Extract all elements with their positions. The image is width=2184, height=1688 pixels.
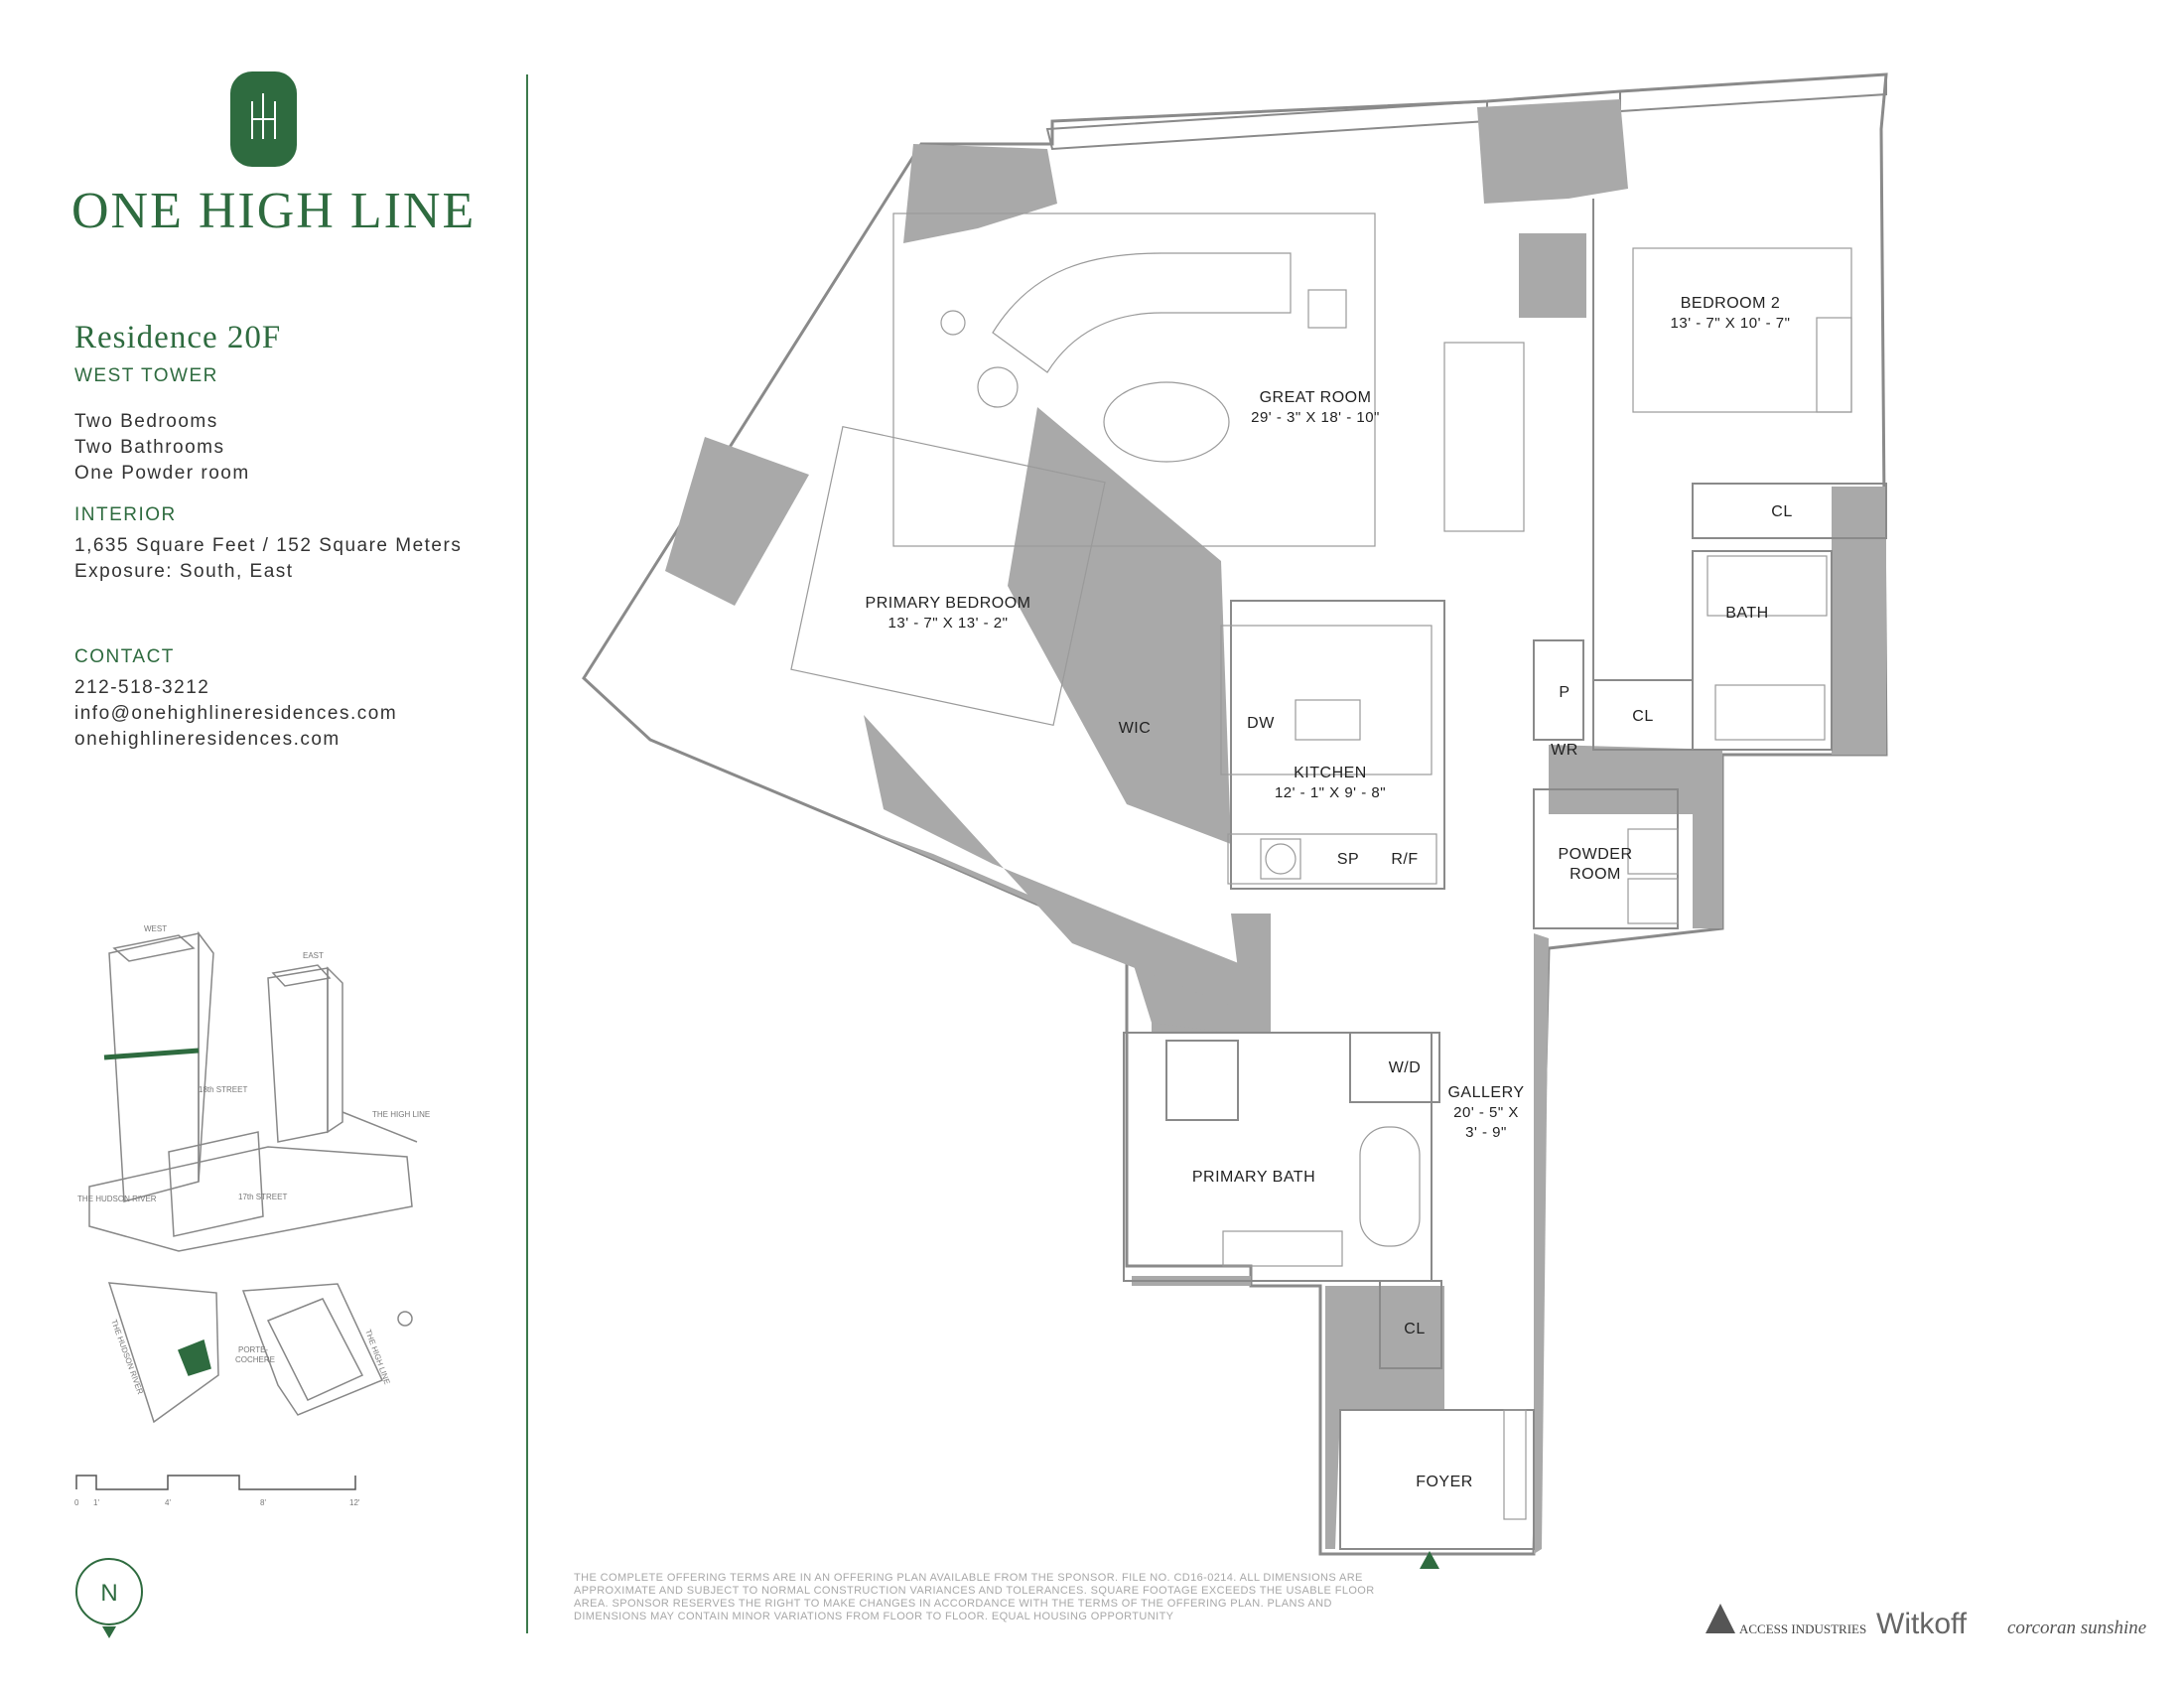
rf-label: R/F — [1391, 851, 1418, 868]
siteplan-cochere: COCHERE — [235, 1355, 275, 1364]
bedroom2-label: BEDROOM 2 — [1681, 295, 1781, 312]
gallery-dims-2: 3' - 9" — [1465, 1124, 1507, 1141]
sp-label: SP — [1337, 851, 1359, 868]
contact-email[interactable]: info@onehighlineresidences.com — [74, 703, 398, 724]
scale-tick-12: 12' — [349, 1498, 360, 1507]
interior-walls — [1123, 199, 1887, 1550]
floor-plan — [582, 72, 1888, 1569]
closet-label-3: CL — [1404, 1321, 1425, 1337]
structural-columns — [665, 99, 1886, 1554]
building-key-map — [88, 930, 418, 1252]
corcoran-sunshine-logo: corcoran sunshine — [2007, 1618, 2146, 1638]
legal-disclaimer: THE COMPLETE OFFERING TERMS ARE IN AN OF… — [574, 1572, 1375, 1622]
witkoff-logo: Witkoff — [1876, 1608, 1968, 1640]
siteplan-hudson: THE HUDSON RIVER — [109, 1319, 145, 1396]
wd-label: W/D — [1389, 1059, 1422, 1076]
interior-details: 1,635 Square Feet / 152 Square Meters Ex… — [74, 533, 462, 585]
keymap-high-line: THE HIGH LINE — [372, 1110, 430, 1119]
gallery-dims-1: 20' - 5" X — [1453, 1104, 1519, 1121]
keymap-18th-street: 18th STREET — [199, 1085, 247, 1094]
closet-label-2: CL — [1632, 708, 1653, 725]
scale-tick-1: 1' — [93, 1498, 99, 1507]
site-plan — [107, 1282, 413, 1424]
siteplan-porte: PORTE- — [238, 1345, 268, 1354]
keymap-west-label: WEST — [144, 924, 167, 933]
north-label: N — [100, 1580, 117, 1607]
furniture — [790, 212, 1852, 1520]
residence-title: Residence 20F — [74, 320, 282, 355]
contact-heading: CONTACT — [74, 646, 175, 667]
contact-phone[interactable]: 212-518-3212 — [74, 677, 210, 698]
keymap-hudson-river: THE HUDSON RIVER — [77, 1195, 157, 1203]
tower-name: WEST TOWER — [74, 365, 218, 386]
primary-bedroom-label: PRIMARY BEDROOM — [866, 595, 1031, 612]
scale-tick-8: 8' — [260, 1498, 266, 1507]
kitchen-dims: 12' - 1" X 9' - 8" — [1275, 784, 1386, 801]
residence-specs: Two Bedrooms Two Bathrooms One Powder ro… — [74, 409, 250, 487]
powder-room-label-2: ROOM — [1570, 866, 1621, 883]
sidebar-divider — [526, 74, 528, 1633]
powder-room-label-1: POWDER — [1559, 846, 1633, 863]
gallery-label: GALLERY — [1447, 1084, 1524, 1101]
north-arrow-icon — [75, 1558, 143, 1638]
bath-label: BATH — [1725, 605, 1768, 622]
great-room-label: GREAT ROOM — [1260, 389, 1372, 406]
p-label: P — [1559, 684, 1570, 701]
contact-details: 212-518-3212 info@onehighlineresidences.… — [74, 675, 397, 753]
entry-arrow-icon — [1420, 1551, 1439, 1569]
interior-area: 1,635 Square Feet / 152 Square Meters — [74, 535, 463, 556]
scale-bar — [75, 1475, 356, 1490]
info-sidebar: ONE HIGH LINE Residence 20F WEST TOWER T… — [0, 0, 526, 1688]
spec-bedrooms: Two Bedrooms — [74, 411, 218, 432]
access-industries-text: ACCESS INDUSTRIES — [1739, 1621, 1866, 1636]
closet-label-1: CL — [1771, 503, 1792, 520]
scale-tick-4: 4' — [165, 1498, 171, 1507]
siteplan-highline: THE HIGH LINE — [363, 1329, 391, 1386]
spec-powder: One Powder room — [74, 463, 250, 484]
dw-label: DW — [1247, 715, 1275, 732]
brand-logo-badge — [230, 71, 297, 167]
contact-website[interactable]: onehighlineresidences.com — [74, 729, 341, 750]
kitchen-label: KITCHEN — [1294, 765, 1367, 781]
foyer-label: FOYER — [1416, 1474, 1473, 1490]
scale-tick-0: 0 — [74, 1498, 79, 1507]
access-industries-logo: ACCESS INDUSTRIES — [1706, 1604, 1866, 1636]
keymap-east-label: EAST — [303, 951, 324, 960]
spec-bathrooms: Two Bathrooms — [74, 437, 225, 458]
bedroom2-dims: 13' - 7" X 10' - 7" — [1671, 315, 1791, 332]
keymap-17th-street: 17th STREET — [238, 1193, 287, 1201]
logo-monogram-icon — [251, 93, 276, 139]
primary-bath-label: PRIMARY BATH — [1192, 1169, 1315, 1186]
interior-exposure: Exposure: South, East — [74, 561, 294, 582]
interior-heading: INTERIOR — [74, 504, 177, 525]
great-room-dims: 29' - 3" X 18' - 10" — [1251, 409, 1380, 426]
wic-label: WIC — [1119, 720, 1152, 737]
brand-name: ONE HIGH LINE — [71, 183, 477, 239]
primary-bedroom-dims: 13' - 7" X 13' - 2" — [888, 615, 1009, 632]
wr-label: WR — [1551, 742, 1578, 759]
